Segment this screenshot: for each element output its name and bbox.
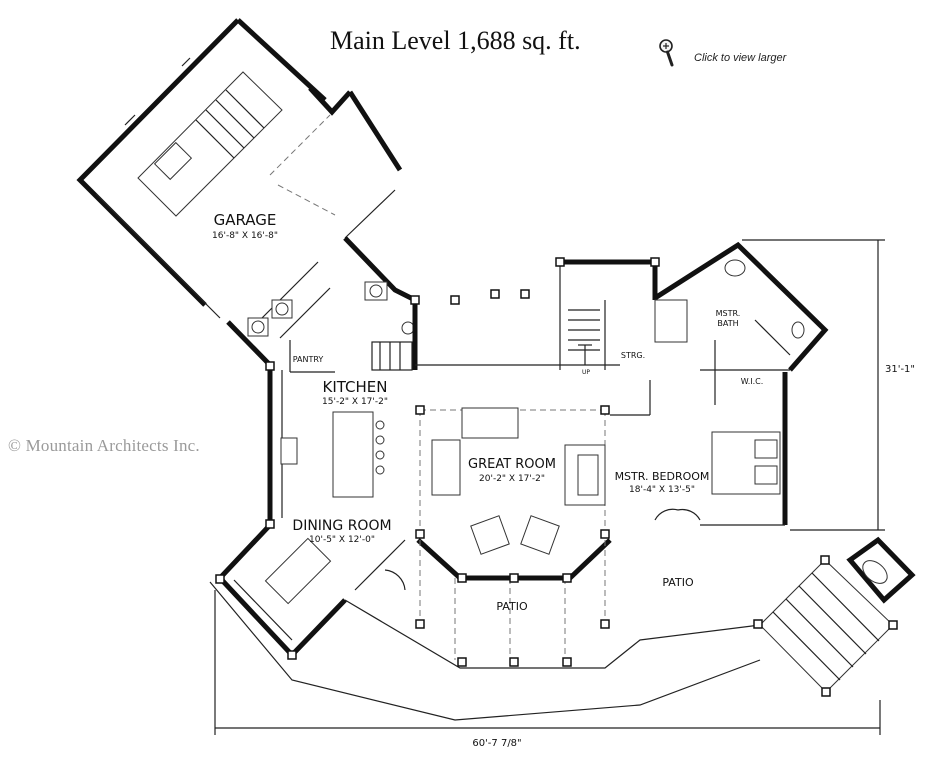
great-room-label: GREAT ROOM bbox=[468, 457, 556, 472]
master-bedroom-size: 18'-4" X 13'-5" bbox=[629, 485, 695, 495]
garage-walls bbox=[76, 18, 403, 319]
dining-label: DINING ROOM bbox=[292, 518, 391, 534]
dining-size: 10'-5" X 12'-0" bbox=[309, 535, 375, 545]
pantry-label: PANTRY bbox=[293, 355, 324, 364]
storage-label: STRG. bbox=[621, 351, 645, 360]
armchair-left bbox=[470, 515, 510, 555]
patio-right-label: PATIO bbox=[662, 576, 694, 589]
sofa bbox=[461, 407, 519, 439]
truck-drawing bbox=[137, 71, 283, 217]
timber-posts bbox=[215, 257, 898, 697]
garage-door-swing-2 bbox=[277, 184, 336, 216]
view-larger-link[interactable]: Click to view larger bbox=[658, 38, 786, 68]
patio-outline bbox=[209, 540, 761, 721]
page-title: Main Level 1,688 sq. ft. bbox=[330, 26, 581, 55]
master-bedroom-label: MSTR. BEDROOM bbox=[615, 470, 710, 483]
kitchen-walls bbox=[267, 340, 413, 525]
garage-size: 16'-8" X 16'-8" bbox=[212, 231, 278, 241]
wic-label: W.I.C. bbox=[741, 377, 764, 386]
shower bbox=[654, 299, 688, 343]
great-room-size: 20'-2" X 17'-2" bbox=[479, 474, 545, 484]
view-larger-label: Click to view larger bbox=[694, 52, 787, 64]
magnifier-icon bbox=[659, 39, 674, 67]
dimension-lines bbox=[214, 239, 885, 735]
hot-tub-deck bbox=[759, 536, 916, 693]
kitchen-island bbox=[332, 411, 374, 498]
sofa-side bbox=[431, 439, 461, 496]
dining-walls bbox=[216, 523, 406, 659]
mudroom-walls bbox=[226, 236, 417, 367]
master-bath-label-2: BATH bbox=[717, 319, 738, 328]
garage-door-swing bbox=[269, 114, 331, 176]
master-suite-walls bbox=[610, 241, 829, 526]
kitchen-range bbox=[280, 437, 298, 465]
stairs-up-label: UP bbox=[582, 369, 590, 376]
dimension-width: 60'-7 7/8" bbox=[472, 738, 521, 749]
garage-label: GARAGE bbox=[214, 211, 277, 229]
hot-tub bbox=[862, 560, 888, 584]
kitchen-label: KITCHEN bbox=[323, 378, 388, 396]
great-room-walls bbox=[412, 300, 620, 581]
dimension-depth: 31'-1" bbox=[885, 364, 915, 375]
master-bath-label-1: MSTR. bbox=[716, 309, 741, 318]
kitchen-size: 15'-2" X 17'-2" bbox=[322, 397, 388, 407]
copyright-watermark: © Mountain Architects Inc. bbox=[8, 436, 200, 455]
patio-center-label: PATIO bbox=[496, 600, 528, 613]
dining-table bbox=[264, 537, 332, 605]
armchair-right bbox=[520, 515, 560, 555]
